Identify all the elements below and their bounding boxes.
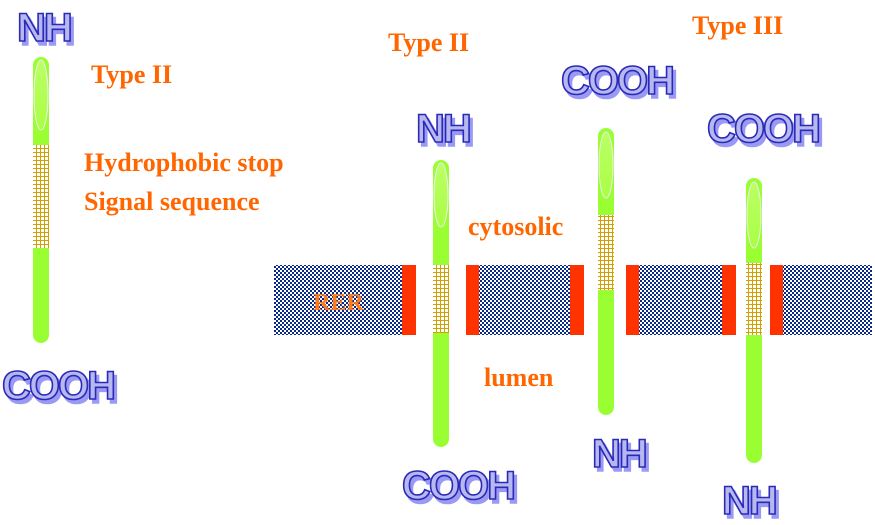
- p4-bottom-terminus: NH: [722, 479, 776, 523]
- lumen-label: lumen: [484, 363, 554, 392]
- protein-2: [433, 160, 449, 447]
- p3-bottom-terminus: NH: [592, 432, 646, 476]
- type-label-right: Type III: [692, 11, 783, 40]
- cytosolic-label: cytosolic: [468, 212, 563, 241]
- rer-membrane: [274, 265, 872, 335]
- p4-top-terminus: COOH: [707, 107, 819, 151]
- p2-top-terminus: NH: [416, 107, 470, 151]
- protein-4: [746, 178, 762, 463]
- terminus-labels: NH COOH NH COOH COOH NH COOH NH: [1, 5, 822, 524]
- protein-1: [33, 57, 49, 343]
- p1-top-terminus: NH: [17, 6, 71, 50]
- hydrophobic-label-line1: Hydrophobic stop: [84, 148, 284, 177]
- protein-3: [598, 128, 614, 415]
- type-label-left: Type II: [91, 60, 172, 89]
- p2-bottom-terminus: COOH: [402, 464, 514, 508]
- p3-top-terminus: COOH: [561, 59, 673, 103]
- membrane-label: RER: [313, 290, 364, 316]
- p1-bottom-terminus: COOH: [2, 364, 114, 408]
- hydrophobic-label-line2: Signal sequence: [84, 187, 260, 216]
- type-label-middle: Type II: [388, 28, 469, 57]
